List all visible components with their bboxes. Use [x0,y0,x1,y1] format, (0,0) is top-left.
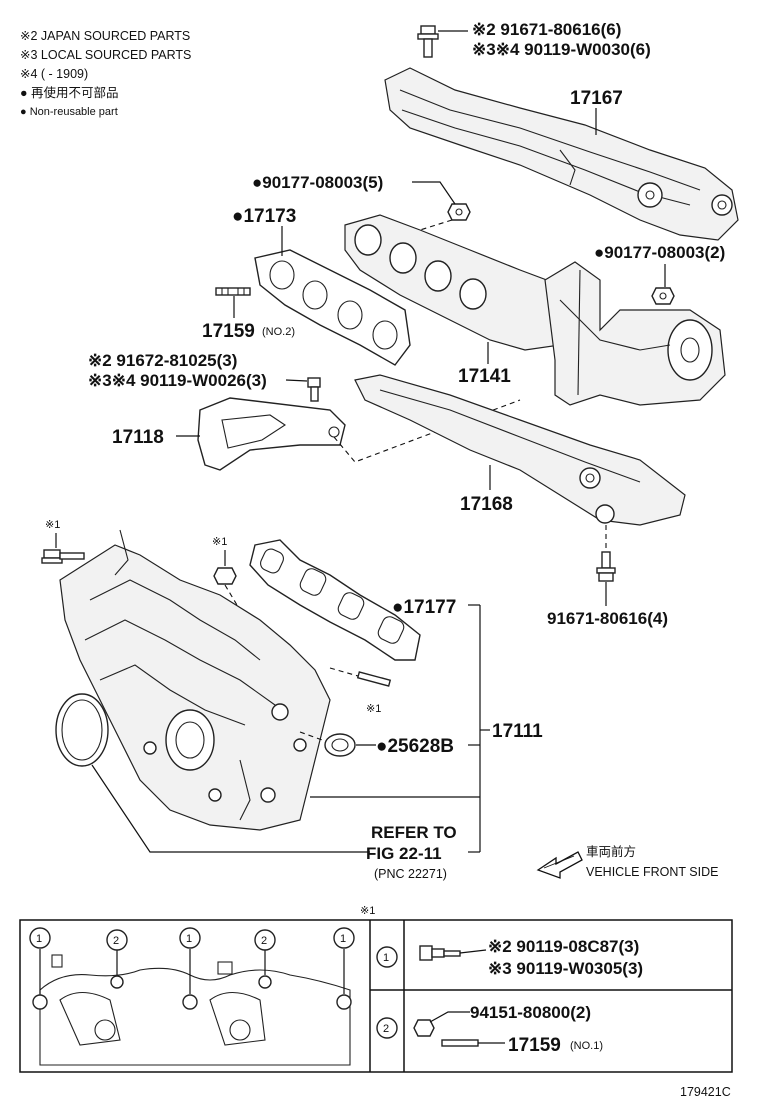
mark-x1-top: ※1 [212,536,227,548]
refer-line-3: (PNC 22271) [374,867,447,881]
intake-gasket-icon [249,539,421,661]
callout-bolt-mid-b: ※3※4 90119-W0026(3) [88,371,267,390]
inset-bolt-1-icon [419,945,461,961]
inset-row1-num: 1 [383,952,389,964]
refer-line-1: REFER TO [371,823,457,842]
bolt-mid-icon [307,377,321,402]
inset-row2-b: 17159 [508,1035,561,1056]
intake-manifold-icon [59,529,331,831]
mark-x1-left: ※1 [45,519,60,531]
inset-pos-3: 1 [186,933,192,945]
stud-bolt-icon [215,287,251,296]
bolt-lower-icon [596,551,616,582]
figure-code: 179421C [680,1085,731,1099]
callout-17173: ●17173 [232,206,296,227]
inset-pos-1: 1 [36,933,42,945]
inset-title: ※1 [360,905,375,917]
callout-17167: 17167 [570,88,623,109]
legend-line-1: ※2 JAPAN SOURCED PARTS [20,29,190,43]
callout-17159: 17159 [202,321,255,342]
front-arrow-icon [536,851,583,879]
callout-17141: 17141 [458,366,511,387]
nut-x1-icon [213,567,237,585]
inset-row2-a: 94151-80800(2) [470,1003,591,1022]
callout-bolt-top-a: ※2 91671-80616(6) [472,20,621,39]
nut-5-icon [447,203,471,221]
heat-insulator-upper-icon [384,67,739,241]
callout-bolt-low: 91671-80616(4) [547,609,668,628]
inset-row1-a: ※2 90119-08C87(3) [488,937,639,956]
nut-2-icon [651,287,675,305]
front-label-jp: 車両前方 [586,844,636,859]
legend-line-5: ● Non-reusable part [20,106,118,118]
bolt-x1-left-icon [41,549,85,564]
inset-stud-icon [441,1039,479,1047]
exhaust-gasket-icon [254,249,411,366]
callout-17159-note: (NO.2) [262,326,295,338]
inset-row2-note: (NO.1) [570,1040,603,1052]
callout-17168: 17168 [460,494,513,515]
callout-nut-2: ●90177-08003(2) [594,243,725,262]
inset-pos-4: 2 [261,935,267,947]
front-label-en: VEHICLE FRONT SIDE [586,865,718,879]
inset-panel: ※1 1 2 1 2 1 1 [19,905,733,1073]
legend-line-2: ※3 LOCAL SOURCED PARTS [20,48,191,62]
legend: ※2 JAPAN SOURCED PARTS ※3 LOCAL SOURCED … [20,29,191,118]
bracket-icon [197,397,346,471]
mark-x1-stud: ※1 [366,703,381,715]
refer-line-2: FIG 22-11 [366,844,442,863]
callout-bolt-mid-a: ※2 91672-81025(3) [88,351,237,370]
heat-insulator-lower-icon [354,374,686,526]
stud-x1-icon [356,671,392,687]
inset-pos-2: 2 [113,935,119,947]
callout-nut-5: ●90177-08003(5) [252,173,383,192]
bolt-top-icon [417,25,439,58]
callout-25628B: ●25628B [376,736,454,757]
inset-pos-5: 1 [340,933,346,945]
exhaust-manifold-icon [344,214,726,406]
legend-line-4: ● 再使用不可部品 [20,85,119,100]
egr-gasket-icon [324,733,356,757]
callout-17111: 17111 [492,721,543,742]
inset-nut-2-icon [413,1019,435,1037]
legend-line-3: ※4 ( - 1909) [20,67,88,81]
callout-17118: 17118 [112,427,164,448]
o-ring-icon [55,693,109,767]
inset-row1-b: ※3 90119-W0305(3) [488,959,643,978]
inset-row2-num: 2 [383,1023,389,1035]
callout-17177: ●17177 [392,597,456,618]
callout-bolt-top-b: ※3※4 90119-W0030(6) [472,40,651,59]
